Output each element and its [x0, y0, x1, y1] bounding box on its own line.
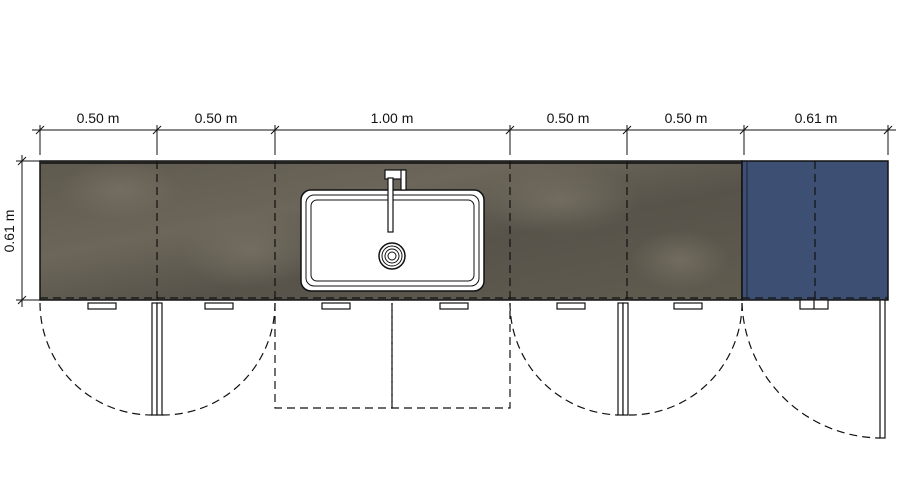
drain-icon — [378, 242, 406, 270]
faucet-icon — [384, 169, 407, 233]
drawer-handles — [87, 299, 829, 310]
sink-icon — [300, 189, 485, 292]
dimension-label: 0.61 m — [795, 110, 838, 126]
dimension-label: 0.50 m — [665, 110, 708, 126]
module-divisions — [40, 161, 888, 300]
door-swings — [39, 299, 886, 439]
dimension-label: 0.50 m — [547, 110, 590, 126]
dimension-label: 1.00 m — [371, 110, 414, 126]
dimension-label: 0.50 m — [195, 110, 238, 126]
top-dimension-line — [32, 125, 896, 155]
dimension-label: 0.50 m — [77, 110, 120, 126]
depth-dimension-line — [16, 155, 40, 307]
depth-dimension-label: 0.61 m — [1, 210, 17, 253]
